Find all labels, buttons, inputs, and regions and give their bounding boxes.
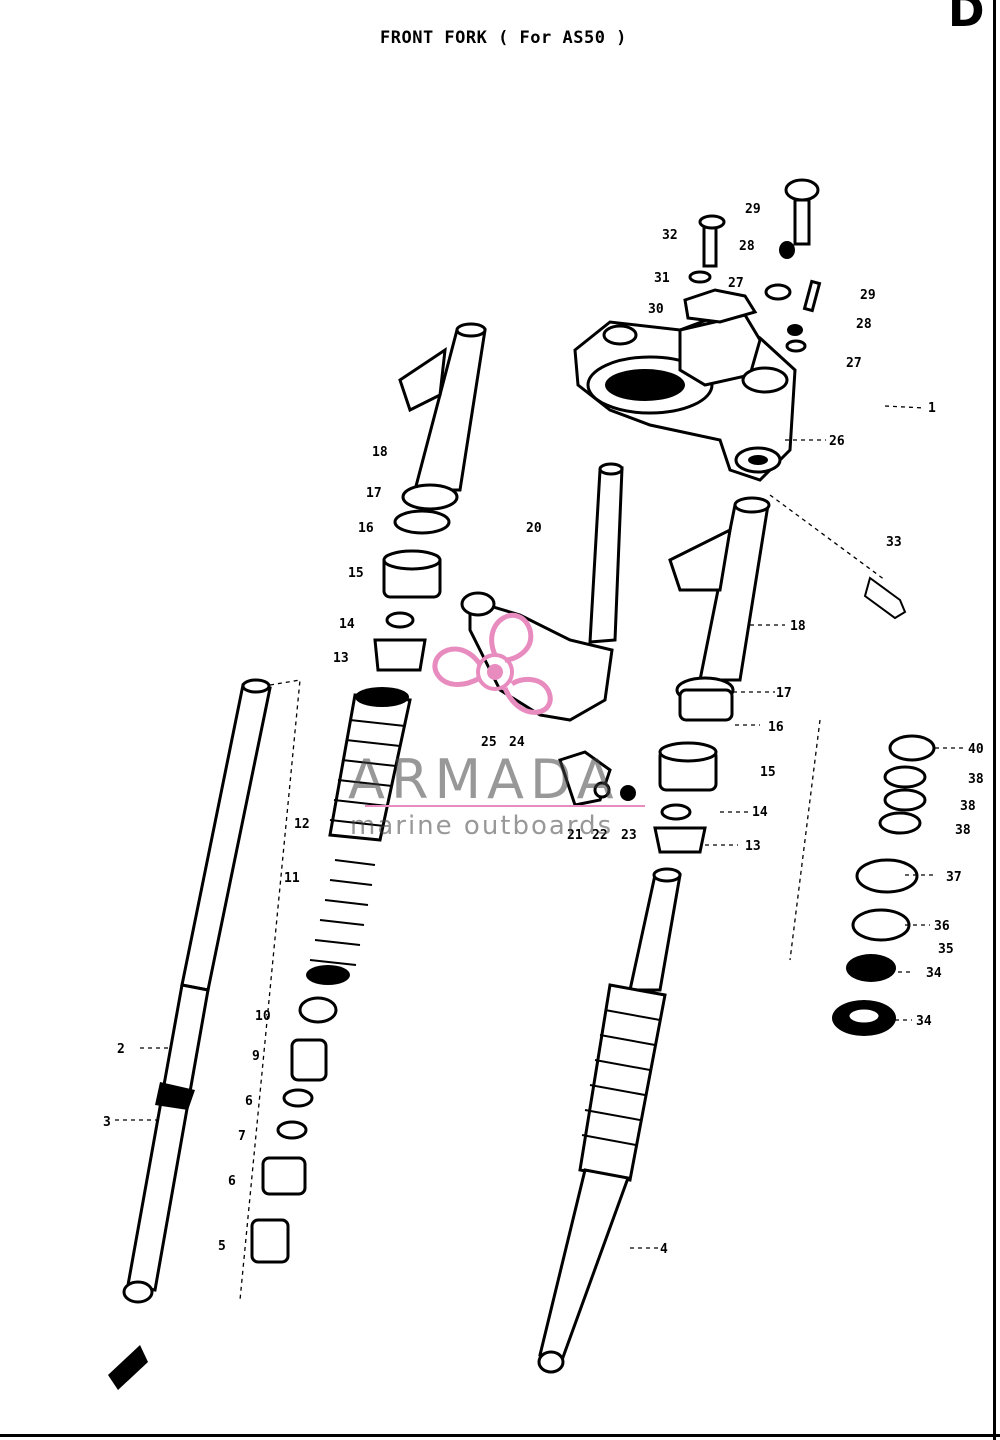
part-label: 32 <box>662 228 678 243</box>
part-label: 28 <box>856 317 872 332</box>
part-label: 11 <box>284 871 300 886</box>
part-label: 6 <box>228 1174 236 1189</box>
watermark-tagline: marine outboards <box>350 811 613 841</box>
part-label: 18 <box>790 619 806 634</box>
part-label: 12 <box>294 817 310 832</box>
part-label: 38 <box>968 772 984 787</box>
part-label: 13 <box>745 839 761 854</box>
part-label: 38 <box>955 823 971 838</box>
part-label: 21 <box>567 828 583 843</box>
part-label: 7 <box>238 1129 246 1144</box>
part-label: 20 <box>526 521 542 536</box>
right-complete-fork-leg <box>537 867 682 1374</box>
steering-bearing-stack <box>832 576 936 1036</box>
part-label: 6 <box>245 1094 253 1109</box>
watermark-brand: ARMADA <box>348 748 620 811</box>
page-corner-mark: D <box>948 0 985 37</box>
part-label: 36 <box>934 919 950 934</box>
front-direction-arrow <box>108 1345 148 1390</box>
part-label: 13 <box>333 651 349 666</box>
part-label: 5 <box>218 1239 226 1254</box>
part-label: 38 <box>960 799 976 814</box>
part-label: 10 <box>255 1009 271 1024</box>
part-label: 14 <box>752 805 768 820</box>
part-label: 34 <box>916 1014 932 1029</box>
part-label: 16 <box>768 720 784 735</box>
diagram-title: FRONT FORK ( For AS50 ) <box>380 28 627 48</box>
part-label: 16 <box>358 521 374 536</box>
right-fork-upper-stack <box>653 496 771 854</box>
part-label: 33 <box>886 535 902 550</box>
part-label: 25 <box>481 735 497 750</box>
armada-watermark: ARMADA marine outboards <box>348 612 645 841</box>
right-frame-line <box>993 0 996 1440</box>
left-boot-and-spring <box>250 687 412 1264</box>
part-label: 14 <box>339 617 355 632</box>
part-label: 28 <box>739 239 755 254</box>
part-label: 40 <box>968 742 984 757</box>
part-label: 3 <box>103 1115 111 1130</box>
left-fork-upper-stack <box>373 322 487 672</box>
part-label: 30 <box>648 302 664 317</box>
left-inner-tube <box>122 678 272 1304</box>
armada-logo-icon <box>432 612 553 715</box>
part-number-labels: 1 2 3 4 5 6 6 7 9 10 11 12 13 13 14 14 1… <box>103 202 984 1257</box>
steering-stem <box>460 462 636 807</box>
part-label: 9 <box>252 1049 260 1064</box>
part-label: 31 <box>654 271 670 286</box>
bottom-frame-line <box>0 1434 1000 1437</box>
part-label: 2 <box>117 1042 125 1057</box>
part-label: 15 <box>760 765 776 780</box>
part-label: 17 <box>776 686 792 701</box>
part-label: 22 <box>592 828 608 843</box>
part-label: 24 <box>509 735 525 750</box>
part-label: 15 <box>348 566 364 581</box>
top-bracket-assembly <box>573 178 822 482</box>
part-label: 27 <box>728 276 744 291</box>
part-label: 34 <box>926 966 942 981</box>
part-label: 29 <box>860 288 876 303</box>
part-label: 27 <box>846 356 862 371</box>
part-label: 29 <box>745 202 761 217</box>
part-label: 1 <box>928 401 936 416</box>
part-label: 23 <box>621 828 637 843</box>
part-label: 4 <box>660 1242 668 1257</box>
part-label: 35 <box>938 942 954 957</box>
part-label: 26 <box>829 434 845 449</box>
part-label: 18 <box>372 445 388 460</box>
leader-lines <box>115 405 965 1301</box>
part-label: 37 <box>946 870 962 885</box>
part-label: 17 <box>366 486 382 501</box>
